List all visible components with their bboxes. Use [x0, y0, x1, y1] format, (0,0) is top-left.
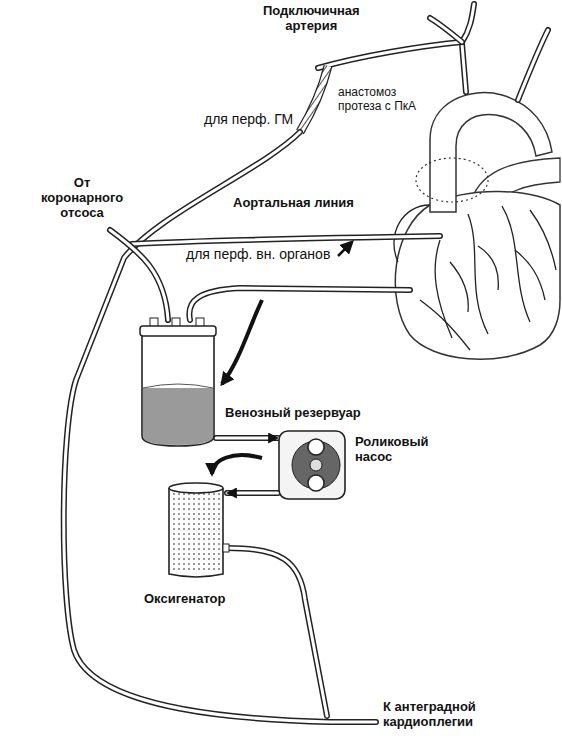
- drawing-stroke: [300, 66, 328, 132]
- perfusion-label: для перф. вн. органов: [185, 246, 331, 262]
- graft-prosthesis: [300, 66, 328, 132]
- drawing-stroke: [110, 230, 168, 320]
- node-label: Венозный резервуар: [224, 406, 362, 421]
- suction-label: От коронарного отсоса: [40, 176, 124, 221]
- drawing-stroke: [430, 18, 462, 42]
- drawing-stroke: [189, 288, 410, 320]
- cardioplegia-label: К антеградной кардиоплегии: [382, 700, 502, 730]
- drawing-stroke: [227, 548, 327, 716]
- line-label: Аортальная линия: [232, 196, 355, 211]
- drawing-stroke: [338, 242, 352, 256]
- venous-reservoir: Венозный резервуар: [140, 318, 216, 448]
- drawing-stroke: [462, 44, 466, 92]
- tube-wall: [227, 490, 278, 496]
- heart-drawing: [318, 4, 560, 359]
- tube-wall: [216, 435, 278, 441]
- drawing-stroke: [430, 18, 462, 42]
- drawing-stroke: [416, 158, 488, 202]
- tube-connector: [216, 438, 278, 439]
- drawing-stroke: [212, 455, 262, 474]
- tube-lumen: [216, 437, 278, 440]
- drawing-stroke: [518, 30, 548, 100]
- roller-pump-shape: [278, 425, 346, 505]
- node-label: Роликовый насос: [354, 435, 430, 465]
- drawing-stroke: [395, 191, 560, 359]
- oxygenator: Оксигенатор: [165, 478, 227, 583]
- anastomosis-label: анастомоз протеза с ПкА: [337, 86, 435, 114]
- drawing-stroke: [132, 236, 440, 244]
- drawing-stroke: [530, 210, 556, 270]
- flow-arrowhead: [227, 493, 278, 494]
- flow-arrowhead: [216, 438, 278, 439]
- drawing-stroke: [478, 246, 498, 290]
- tube-lumen: [227, 492, 278, 495]
- perfusion-label: для перф. ГМ: [203, 111, 294, 127]
- drawing-stroke: [110, 230, 168, 320]
- roller-pump: Роликовый насос: [278, 425, 346, 505]
- drawing-stroke: [222, 300, 262, 384]
- drawing-stroke: [462, 44, 466, 92]
- drawing-stroke: [450, 262, 468, 312]
- drawing-stroke: [132, 236, 440, 244]
- drawing-stroke: [468, 214, 488, 334]
- drawing-stroke: [300, 66, 328, 132]
- drawing-stroke: [227, 548, 327, 716]
- drawing-stroke: [518, 30, 548, 100]
- drawing-stroke: [435, 240, 452, 338]
- drawing-stroke: [515, 250, 545, 300]
- roller-pump-outline: [279, 431, 345, 499]
- venous-reservoir-shape: [140, 318, 216, 448]
- drawing-stroke: [420, 300, 470, 350]
- node-label: Оксигенатор: [143, 592, 226, 607]
- drawing-stroke: [430, 93, 552, 212]
- venous-reservoir-outline: [140, 318, 216, 446]
- tube-connector: [227, 493, 278, 494]
- drawing-stroke: [189, 288, 410, 320]
- drawing-stroke: [502, 206, 530, 322]
- oxygenator-outline: [169, 483, 229, 577]
- oxygenator-shape: [165, 478, 227, 583]
- artery-label: Подключичная артерия: [262, 4, 361, 34]
